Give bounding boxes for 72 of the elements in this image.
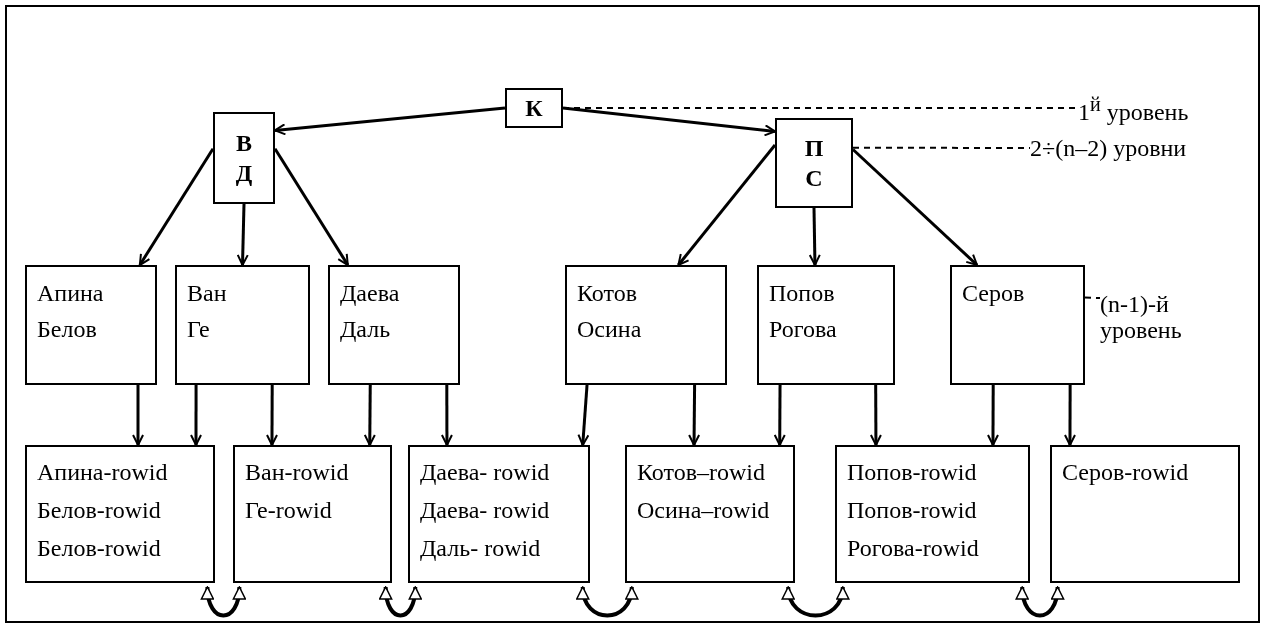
- index-entry: Ван-rowid: [245, 458, 349, 487]
- index-entry: Апина-rowid: [37, 458, 168, 487]
- key-text: Белов: [37, 315, 97, 344]
- arrow: [869, 385, 882, 446]
- key-text: Даль: [340, 315, 391, 344]
- branch-block: [328, 265, 460, 385]
- key-text: Ге: [187, 315, 210, 344]
- level-label: (n-1)-й уровень: [1100, 291, 1183, 343]
- index-entry: Белов-rowid: [37, 496, 161, 525]
- arrow: [688, 385, 701, 446]
- leader-line: [852, 146, 1031, 149]
- key-text: Осина: [577, 315, 642, 344]
- key-text: Ван: [187, 279, 227, 308]
- arrow: [677, 144, 777, 266]
- arrow: [577, 384, 590, 446]
- double-arrow: [782, 586, 849, 618]
- index-entry: Осина–rowid: [637, 496, 770, 525]
- leaf-block: [25, 445, 215, 583]
- key-text: П: [804, 134, 824, 163]
- double-arrow: [1016, 586, 1064, 618]
- leaf-block: [408, 445, 590, 583]
- index-entry: Котов–rowid: [637, 458, 765, 487]
- arrow: [562, 106, 776, 137]
- index-entry: Даева- rowid: [420, 458, 550, 487]
- leaf-block: [233, 445, 392, 583]
- key-text: Д: [235, 159, 253, 188]
- index-entry: Рогова-rowid: [847, 534, 979, 563]
- leaf-block: [625, 445, 795, 583]
- key-text: В: [236, 129, 252, 158]
- arrow: [138, 148, 215, 266]
- key-text: С: [805, 164, 823, 193]
- index-entry: Даева- rowid: [420, 496, 550, 525]
- arrow: [266, 385, 278, 446]
- arrow: [363, 385, 376, 446]
- index-node: [775, 118, 853, 208]
- arrow: [274, 106, 506, 136]
- arrow: [1064, 385, 1076, 446]
- key-text: Апина: [37, 279, 104, 308]
- double-arrow: [577, 586, 638, 618]
- leader-line: [1084, 296, 1101, 300]
- double-arrow: [379, 586, 422, 618]
- arrow: [190, 385, 202, 446]
- branch-block: [757, 265, 895, 385]
- key-text: Рогова: [769, 315, 837, 344]
- arrow: [236, 203, 249, 266]
- index-entry: Попов-rowid: [847, 496, 977, 525]
- branch-block: [25, 265, 157, 385]
- leaf-block: [835, 445, 1030, 583]
- key-text: Попов: [769, 279, 835, 308]
- key-text: Котов: [577, 279, 637, 308]
- arrow: [773, 385, 786, 446]
- index-entry: Белов-rowid: [37, 534, 161, 563]
- arrow: [987, 385, 999, 446]
- key-text: Даева: [340, 279, 400, 308]
- double-arrow: [201, 586, 246, 618]
- arrow: [132, 385, 145, 446]
- branch-block: [175, 265, 310, 385]
- arrow: [440, 385, 453, 446]
- branch-block: [950, 265, 1085, 385]
- branch-block: [565, 265, 727, 385]
- index-entry: Серов-rowid: [1062, 458, 1189, 487]
- index-node: [505, 88, 563, 128]
- index-entry: Даль- rowid: [420, 534, 541, 563]
- key-text: Серов: [962, 279, 1025, 308]
- arrow: [808, 207, 821, 266]
- key-text: К: [525, 94, 543, 123]
- leaf-block: [1050, 445, 1240, 583]
- level-label: 1$^{й}$ уровень: [1078, 92, 1189, 125]
- index-entry: Попов-rowid: [847, 458, 977, 487]
- index-entry: Ге-rowid: [245, 496, 332, 525]
- level-label: 2÷(n–2) уровни: [1030, 135, 1187, 161]
- index-node: [213, 112, 275, 204]
